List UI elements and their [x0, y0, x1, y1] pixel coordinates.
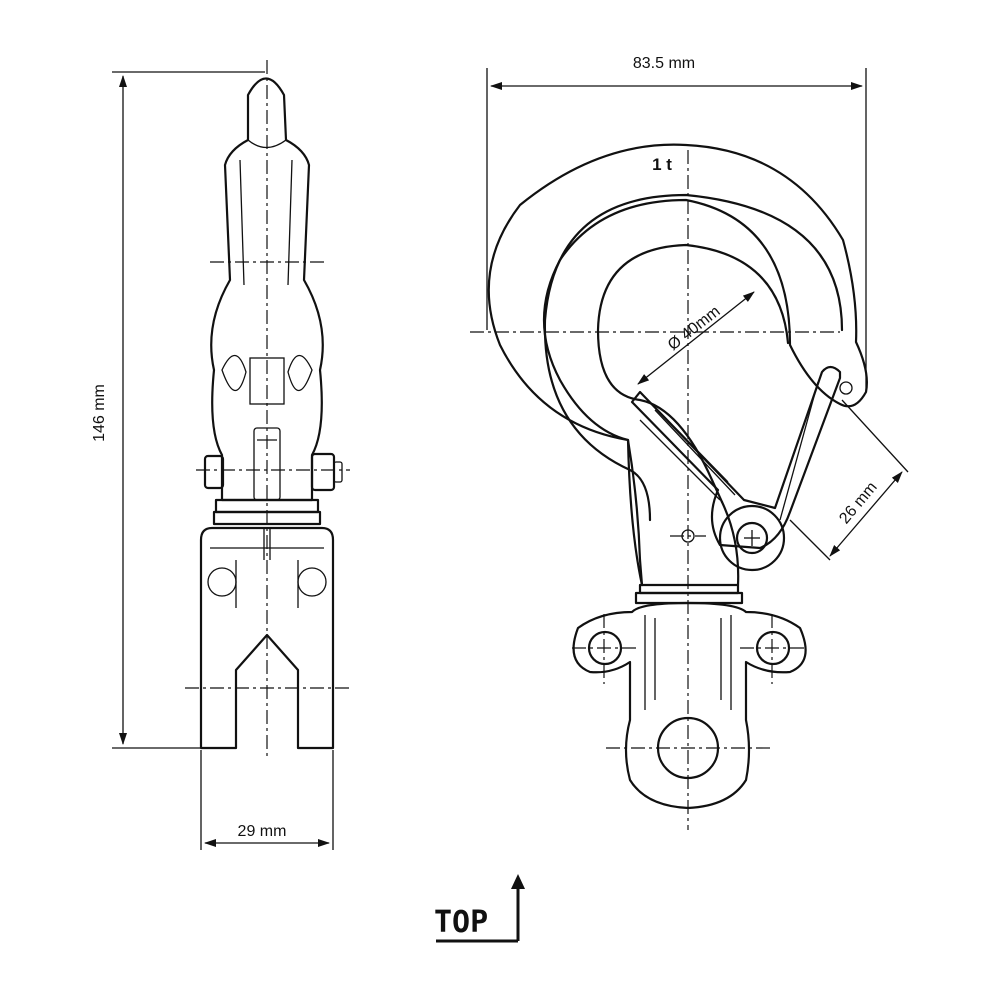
side-dimensions: 146 mm 29 mm [91, 71, 334, 850]
front-collar-1 [638, 583, 740, 595]
width-dimension-label: 83.5 mm [633, 55, 695, 72]
tip-pin [839, 381, 853, 395]
latch-pivot-screw [735, 521, 769, 555]
hook-body-middle [543, 193, 844, 522]
latch-pivot-ring [718, 504, 786, 572]
front-collar-2 [634, 591, 744, 605]
height-dimension-label: 146 mm [91, 384, 108, 442]
front-dimensions: 83.5 mm Ø 40mm 26 mm 1 t [486, 55, 909, 561]
load-rating-label: 1 t [652, 155, 672, 174]
side-bulge-left [221, 354, 247, 392]
side-nut [310, 452, 336, 492]
ear-hole-right [755, 630, 791, 666]
side-bolt-right [297, 567, 327, 597]
side-view [185, 60, 350, 760]
latch-opening-dimension-line [829, 471, 903, 557]
orientation-marker: TOP [434, 874, 525, 943]
latch-inner-lines [639, 399, 736, 501]
hook-body-outer [487, 143, 868, 587]
latch-opening-label: 26 mm [836, 479, 880, 527]
side-pin-head [203, 454, 225, 490]
swivel-base [572, 601, 807, 810]
ear-hole-left [587, 630, 623, 666]
side-bolt-left [207, 567, 237, 597]
latch [630, 365, 842, 550]
eye-diameter-label: Ø 40mm [665, 303, 724, 354]
eye-diameter-dimension-line [637, 291, 755, 385]
jaw-width-label: 29 mm [238, 823, 287, 840]
side-bulge-right [287, 354, 313, 392]
hook-shank-left [626, 438, 644, 587]
hook-eye-inner [596, 243, 790, 504]
hook-shank-right [720, 500, 740, 587]
side-shank [210, 77, 324, 502]
front-view [470, 143, 868, 830]
side-jaw-split [263, 528, 271, 560]
orientation-label: TOP [434, 905, 488, 940]
side-shank-inner [239, 159, 293, 286]
swivel-inner-lines [644, 615, 732, 710]
side-jaw [199, 526, 335, 750]
